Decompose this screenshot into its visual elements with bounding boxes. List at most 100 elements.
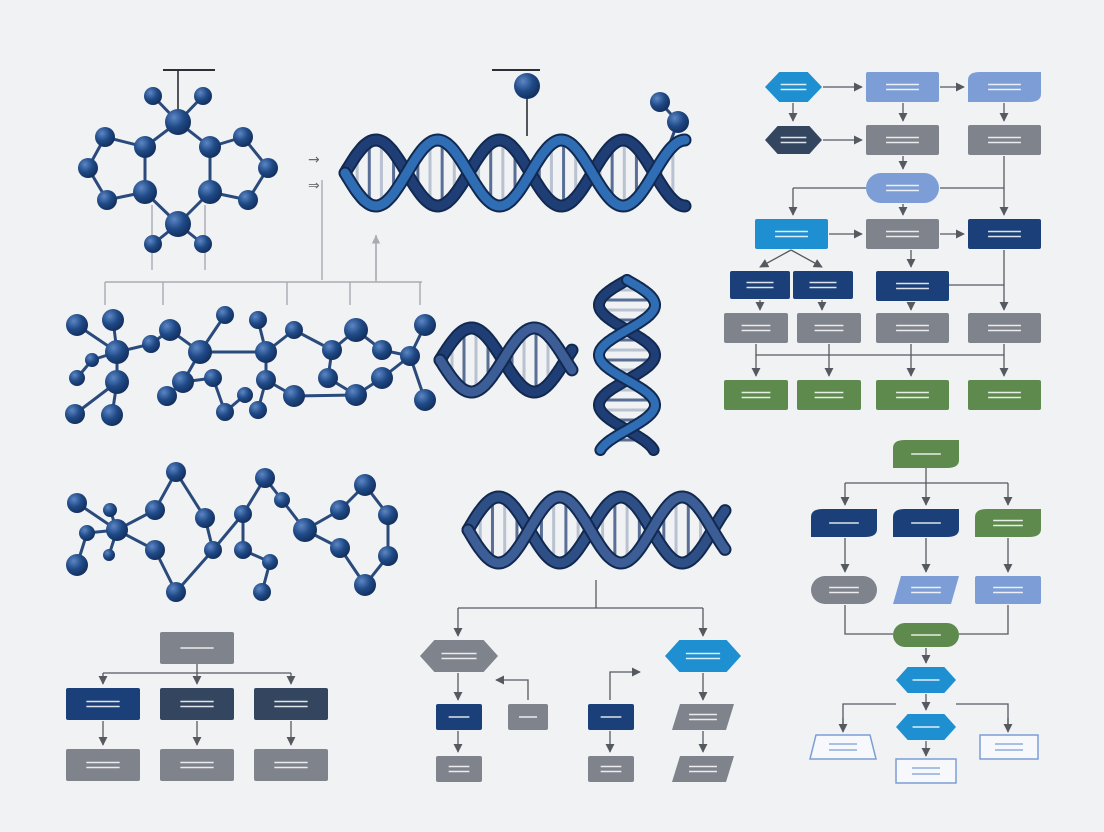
strand — [463, 492, 730, 568]
atom — [101, 404, 123, 426]
atom — [237, 387, 253, 403]
flow-node — [665, 640, 741, 672]
atom — [165, 109, 191, 135]
flow-node — [866, 125, 939, 155]
flow-node — [979, 734, 1039, 760]
atom — [258, 158, 278, 178]
flow-node — [797, 380, 861, 410]
atom — [85, 353, 99, 367]
flow-node — [254, 688, 328, 720]
atom — [262, 554, 278, 570]
flow-node — [672, 756, 734, 782]
flow-node — [508, 704, 548, 730]
strand — [435, 323, 577, 397]
atom — [414, 314, 436, 336]
flow-node — [876, 313, 949, 343]
trapezoid — [809, 734, 877, 760]
flow-node — [896, 667, 956, 693]
flow-arrow — [609, 667, 641, 700]
flow-node — [765, 126, 822, 154]
atom — [144, 235, 162, 253]
atom — [106, 519, 128, 541]
atom — [253, 583, 271, 601]
atom — [144, 87, 162, 105]
box — [968, 380, 1041, 410]
atom — [103, 549, 115, 561]
atom — [378, 546, 398, 566]
flow-node — [436, 756, 482, 782]
flow-node — [254, 749, 328, 781]
atom — [233, 127, 253, 147]
flow-node — [160, 632, 234, 664]
atom — [95, 127, 115, 147]
flow-line — [844, 605, 893, 635]
dna-helix-group — [338, 133, 732, 570]
box — [724, 313, 788, 343]
atom — [667, 111, 689, 133]
molecule-group — [65, 73, 689, 602]
atom — [378, 505, 398, 525]
atom — [134, 136, 156, 158]
flow-line — [956, 703, 1009, 730]
arrow-glyph: → — [308, 152, 320, 168]
dna-helix-bottom — [461, 490, 732, 570]
atom — [354, 574, 376, 596]
outline-box — [895, 758, 957, 784]
atom — [194, 87, 212, 105]
flow-node — [160, 749, 234, 781]
flow-node — [876, 380, 949, 410]
atom — [159, 319, 181, 341]
atom — [172, 371, 194, 393]
box — [975, 576, 1041, 604]
atom — [322, 340, 342, 360]
flow-line — [842, 703, 896, 730]
box — [160, 749, 234, 781]
atom — [293, 518, 317, 542]
atom — [283, 385, 305, 407]
atom — [238, 190, 258, 210]
box — [254, 688, 328, 720]
atom — [414, 389, 436, 411]
strand — [463, 492, 730, 568]
pill — [866, 173, 939, 203]
box — [755, 219, 828, 249]
flow-node — [672, 704, 734, 730]
atom — [105, 370, 129, 394]
atom — [142, 335, 160, 353]
dna-helix-vertical — [593, 274, 661, 456]
atom — [650, 92, 670, 112]
box — [797, 380, 861, 410]
atom — [372, 340, 392, 360]
atom — [285, 321, 303, 339]
atom — [97, 190, 117, 210]
box — [968, 219, 1041, 249]
flow-node — [893, 440, 959, 468]
atom — [166, 462, 186, 482]
flow-node — [893, 576, 959, 604]
flow-line — [755, 344, 1004, 356]
molecule-zigzag-bottom — [66, 462, 398, 602]
atom — [157, 386, 177, 406]
atom — [66, 554, 88, 576]
hexagon — [765, 126, 822, 154]
flow-node — [66, 749, 140, 781]
flow-node — [866, 72, 939, 102]
flow-node — [876, 271, 949, 301]
atom — [234, 541, 252, 559]
box — [876, 313, 949, 343]
atom — [255, 468, 275, 488]
flow-node — [755, 219, 828, 249]
flow-node — [793, 271, 853, 299]
strand — [340, 135, 690, 211]
atom — [249, 401, 267, 419]
flow-node — [588, 704, 634, 730]
atom — [204, 541, 222, 559]
strand — [595, 276, 659, 454]
molecule-chain-middle — [65, 306, 436, 426]
hexagon — [420, 640, 498, 672]
flow-arrow — [495, 675, 529, 700]
atom — [400, 346, 420, 366]
box — [793, 271, 853, 299]
atom — [354, 474, 376, 496]
atom — [103, 503, 117, 517]
